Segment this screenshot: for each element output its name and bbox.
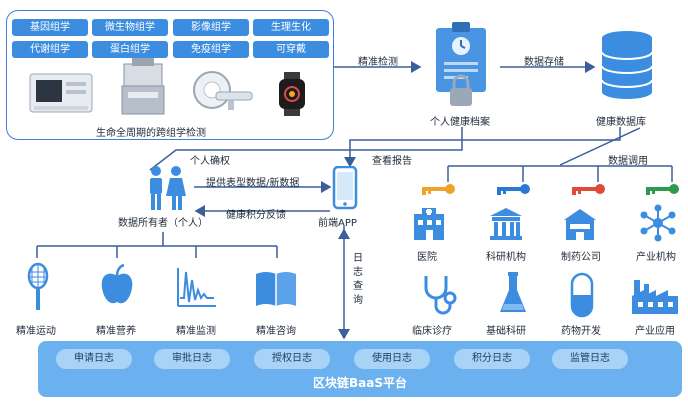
tennis-racket-icon <box>27 262 49 310</box>
line-db-diagonal <box>559 127 641 166</box>
institution-research-label: 科研机构 <box>486 252 526 263</box>
line-personal-confirm <box>149 127 463 171</box>
smartwatch-icon <box>279 72 305 116</box>
chip-proteomics: 蛋白组学 <box>92 41 168 58</box>
log-points: 积分日志 <box>454 349 530 369</box>
blockchain-title: 区块链BaaS平台 <box>313 376 407 390</box>
book-icon <box>256 272 296 306</box>
chip-metabolomics: 代谢组学 <box>12 41 88 58</box>
health-archive-icon <box>436 22 486 106</box>
application-industry-label: 产业应用 <box>635 326 675 337</box>
archive-label: 个人健康档案 <box>430 117 490 128</box>
line-view-report <box>344 127 621 168</box>
label-health-points: 健康积分反馈 <box>226 210 286 221</box>
capsule-icon <box>570 272 594 318</box>
application-clinical-label: 临床诊疗 <box>412 326 452 337</box>
pharma-key-icon <box>572 184 605 195</box>
log-application: 申请日志 <box>56 349 132 369</box>
industry-key-icon <box>646 184 679 195</box>
factory-icon <box>632 280 678 314</box>
apple-icon <box>101 264 133 304</box>
service-exercise-label: 精准运动 <box>16 326 56 337</box>
research-institute-icon <box>490 208 522 240</box>
label-view-report: 查看报告 <box>372 156 412 167</box>
service-monitoring-label: 精准监测 <box>176 326 216 337</box>
mri-scanner-icon <box>193 71 253 110</box>
owner-label: 数据所有者（个人） <box>118 218 208 229</box>
chip-imaging: 影像组学 <box>173 19 249 36</box>
mass-spectrometer-icon <box>121 58 165 115</box>
stethoscope-icon <box>424 276 457 315</box>
mobile-app-icon <box>332 166 358 210</box>
app-label: 前端APP <box>318 218 357 229</box>
label-personal-confirm: 个人确权 <box>190 156 230 167</box>
application-drug-label: 药物开发 <box>561 326 601 337</box>
flask-icon <box>500 272 526 312</box>
label-precise-detection: 精准检测 <box>358 57 398 68</box>
chip-genomics: 基因组学 <box>12 19 88 36</box>
institution-industry-label: 产业机构 <box>636 252 676 263</box>
log-approval: 审批日志 <box>154 349 230 369</box>
chip-microbiome: 微生物组学 <box>92 19 168 36</box>
waveform-icon <box>177 268 216 307</box>
institution-pharma-label: 制药公司 <box>561 252 601 263</box>
chip-physiology: 生理生化 <box>253 19 329 36</box>
label-data-call: 数据调用 <box>608 156 648 167</box>
database-icon <box>601 31 653 99</box>
data-owner-icon <box>150 166 186 210</box>
database-label: 健康数据库 <box>596 117 646 128</box>
hospital-icon <box>414 208 444 240</box>
application-research-label: 基础科研 <box>486 326 526 337</box>
omics-caption: 生命全周期的跨组学检测 <box>96 128 206 139</box>
sequencer-device-icon <box>29 73 93 113</box>
label-log-query: 日 志 查 询 <box>353 253 363 306</box>
label-provide-data: 提供表型数据/新数据 <box>206 178 300 189</box>
service-consulting-label: 精准咨询 <box>256 326 296 337</box>
service-nutrition-label: 精准营养 <box>96 326 136 337</box>
chip-wearable: 可穿戴 <box>253 41 329 58</box>
label-data-storage: 数据存储 <box>524 57 564 68</box>
log-usage: 使用日志 <box>354 349 430 369</box>
industry-network-icon <box>640 204 676 242</box>
hospital-key-icon <box>422 184 455 195</box>
log-authorization: 授权日志 <box>254 349 330 369</box>
institution-hospital-label: 医院 <box>417 252 437 263</box>
pharma-company-icon <box>564 209 596 240</box>
log-supervision: 监管日志 <box>552 349 628 369</box>
research-key-icon <box>497 184 530 195</box>
chip-immunomics: 免疫组学 <box>173 41 249 58</box>
